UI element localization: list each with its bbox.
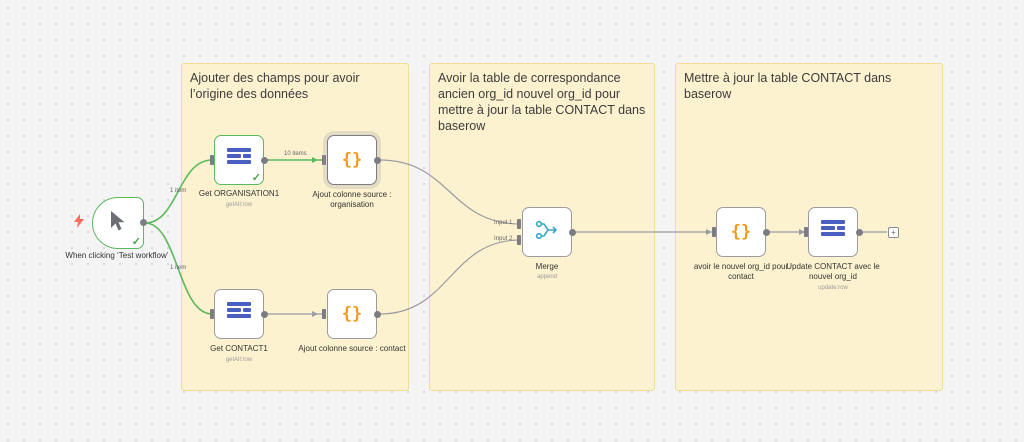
merge-icon (535, 220, 558, 244)
node-subtitle: update:row (818, 285, 848, 291)
add-node-plus-icon[interactable]: + (888, 227, 899, 238)
output-port[interactable] (569, 229, 576, 236)
node-get-contact1[interactable] (214, 289, 264, 339)
node-merge[interactable] (522, 207, 572, 257)
node-avoir-nouvel-org-id[interactable]: {} (716, 207, 766, 257)
code-braces-icon: {} (341, 150, 363, 170)
trigger-bolt-icon (74, 214, 84, 228)
node-label: avoir le nouvel org_id pour contact (693, 262, 789, 281)
output-port[interactable] (261, 311, 268, 318)
baserow-icon (227, 301, 251, 327)
node-when-clicking-test-workflow[interactable]: ✓ (92, 197, 144, 249)
edge-count-label: 1 item (170, 265, 187, 271)
input-port[interactable] (322, 309, 326, 319)
node-label: Ajout colonne source : organisation (312, 190, 392, 209)
output-port[interactable] (374, 311, 381, 318)
baserow-icon (227, 147, 251, 173)
edge-trigger-to-get-org (144, 159, 213, 224)
output-port[interactable] (856, 229, 863, 236)
input-port[interactable] (517, 219, 521, 229)
cursor-icon (109, 210, 127, 237)
arrow-head (312, 311, 318, 317)
sticky-note-text: Avoir la table de correspondance ancien … (438, 71, 646, 133)
node-update-contact[interactable] (808, 207, 858, 257)
node-subtitle: append (536, 274, 558, 280)
node-ajout-colonne-source-organisation[interactable]: {} (327, 135, 377, 185)
edge-count-label: 10 items (284, 151, 307, 157)
code-braces-icon: {} (730, 222, 752, 242)
node-label: Merge (535, 262, 559, 271)
arrow-head (799, 229, 805, 235)
node-subtitle: getAll:row (225, 202, 253, 208)
node-label: When clicking ‘Test workflow’ (65, 251, 169, 260)
output-port[interactable] (261, 157, 268, 164)
node-subtitle: getAll:row (225, 357, 253, 363)
input-port[interactable] (804, 227, 808, 237)
edge-ajout-org-to-merge (379, 159, 521, 225)
output-port[interactable] (374, 157, 381, 164)
success-check-icon: ✓ (131, 236, 141, 248)
input-port[interactable] (322, 155, 326, 165)
node-get-organisation1[interactable]: ✓ (214, 135, 264, 185)
edge-ajout-contact-to-merge (379, 239, 521, 315)
output-port[interactable] (140, 219, 147, 226)
edge-trigger-to-get-contact (144, 222, 213, 315)
node-label: Ajout colonne source : contact (298, 344, 406, 353)
sticky-note-text: Mettre à jour la table CONTACT dans base… (684, 71, 892, 101)
input-port[interactable] (517, 235, 521, 245)
code-braces-icon: {} (341, 304, 363, 324)
node-label: Update CONTACT avec le nouvel org_id (786, 262, 880, 281)
arrow-head (706, 229, 712, 235)
success-check-icon: ✓ (251, 172, 261, 184)
merge-input-label: Input 1 (494, 220, 513, 226)
edge-count-label: 1 item (170, 188, 187, 194)
input-port[interactable] (712, 227, 716, 237)
input-port[interactable] (210, 309, 214, 319)
sticky-note-text: Ajouter des champs pour avoir l’origine … (190, 71, 360, 101)
output-port[interactable] (763, 229, 770, 236)
node-label: Get ORGANISATION1 (198, 189, 280, 198)
arrow-head (312, 157, 318, 163)
node-ajout-colonne-source-contact[interactable]: {} (327, 289, 377, 339)
baserow-icon (821, 219, 845, 245)
input-port[interactable] (210, 155, 214, 165)
node-label: Get CONTACT1 (210, 344, 268, 353)
merge-input-label: Input 2 (494, 236, 513, 242)
